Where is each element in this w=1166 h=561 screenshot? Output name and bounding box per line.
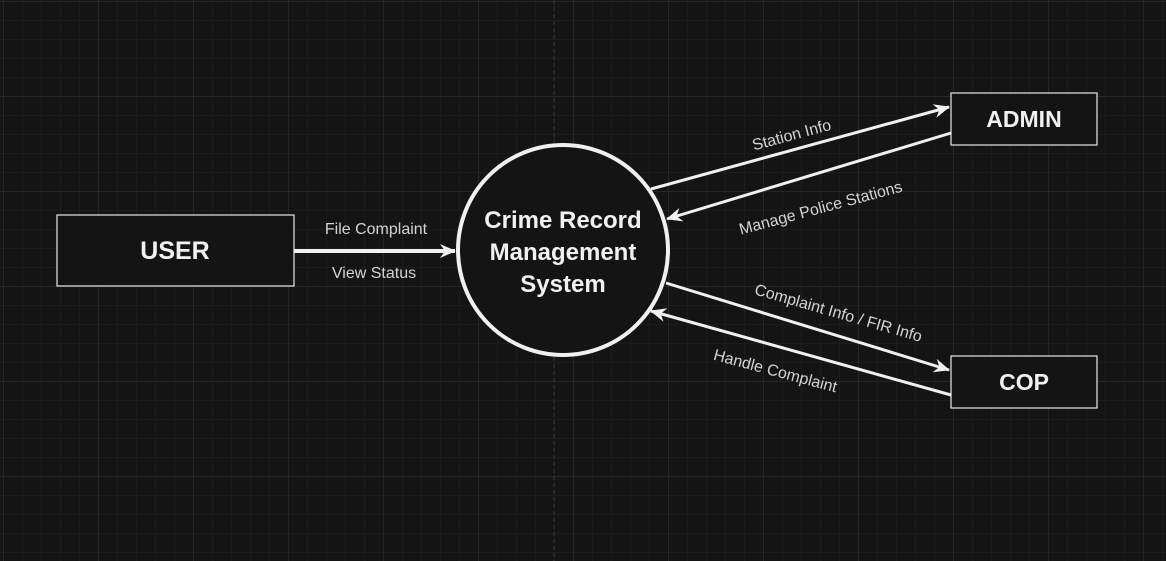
user-entity[interactable]: USER — [56, 214, 295, 287]
cop-entity[interactable]: COP — [950, 355, 1098, 409]
flow-label-manage-police-stations: Manage Police Stations — [737, 179, 904, 239]
user-label: USER — [140, 237, 209, 265]
flow-user-to-system[interactable]: File Complaint View Status — [294, 221, 456, 282]
system-label-line-1: Crime Record — [484, 207, 641, 234]
flow-label-handle-complaint: Handle Complaint — [712, 347, 840, 396]
flow-admin-to-system[interactable]: Manage Police Stations — [666, 131, 952, 239]
system-process[interactable]: Crime Record Management System — [456, 143, 670, 357]
flow-label-view-status: View Status — [332, 265, 416, 282]
admin-entity[interactable]: ADMIN — [950, 92, 1098, 146]
admin-label: ADMIN — [986, 106, 1061, 132]
system-label-line-3: System — [520, 271, 605, 298]
cop-label: COP — [999, 369, 1049, 395]
flow-label-file-complaint: File Complaint — [325, 221, 428, 238]
system-label-line-2: Management — [490, 239, 637, 266]
